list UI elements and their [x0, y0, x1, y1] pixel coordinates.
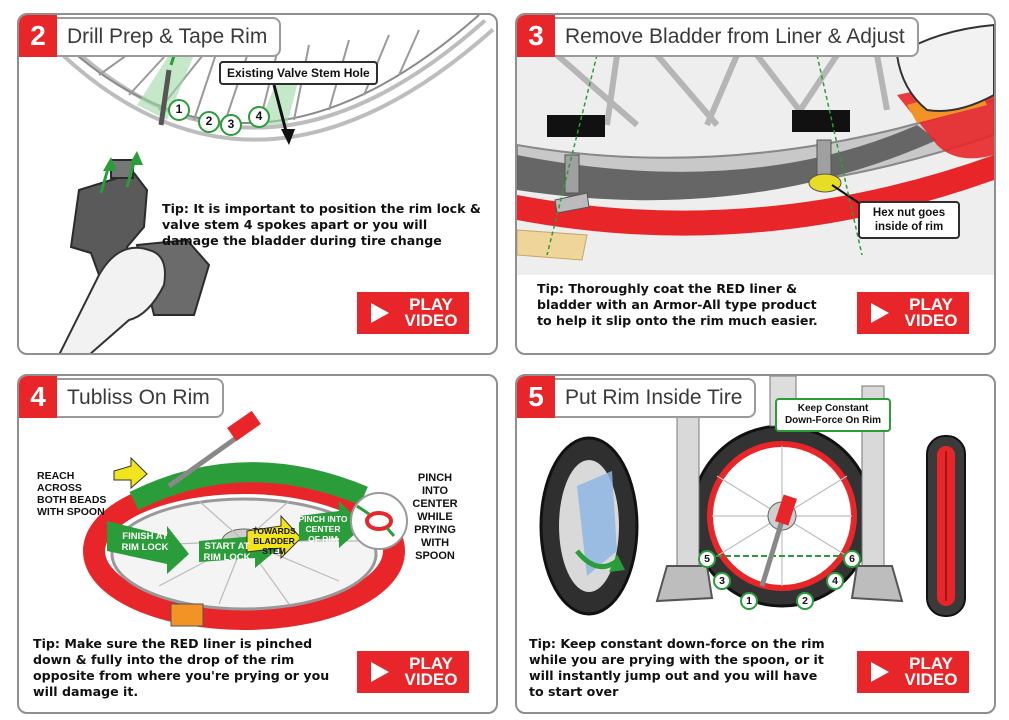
play-triangle-icon: [371, 662, 389, 682]
pinch-into-center-of-rim-label: PINCH INTO CENTER OF RIM: [298, 514, 348, 544]
step-2-header: 2 Drill Prep & Tape Rim: [19, 15, 282, 57]
step-5-header: 5 Put Rim Inside Tire: [517, 376, 757, 418]
step-4-header: 4 Tubliss On Rim: [19, 376, 224, 418]
spoke-number-3: 3: [227, 117, 235, 131]
step-3-number: 3: [517, 15, 555, 57]
tire-number-6: 6: [849, 553, 855, 565]
spoke-number-1: 1: [175, 102, 183, 116]
step-4-number: 4: [19, 376, 57, 418]
step-4-panel: 4 Tubliss On Rim REACH: [17, 374, 498, 714]
step-5-tip: Tip: Keep constant down-force on the rim…: [529, 636, 825, 699]
spoke-number-2: 2: [205, 114, 213, 128]
finish-at-rim-lock-label: FINISH AT RIM LOCK: [121, 531, 169, 553]
tire-number-3: 3: [719, 575, 725, 587]
hex-nut-callout: Hex nut goes inside of rim: [858, 201, 960, 239]
step-3-tip: Tip: Thoroughly coat the RED liner & bla…: [537, 281, 818, 328]
step-4-title: Tubliss On Rim: [57, 378, 224, 418]
tire-number-4: 4: [832, 575, 838, 587]
valve-stem-hole-callout: Existing Valve Stem Hole: [219, 61, 378, 85]
pinch-into-center-label: PINCH INTO CENTER WHILE PRYING WITH SPOO…: [412, 472, 458, 562]
reach-across-label: REACH ACROSS BOTH BEADS WITH SPOON: [37, 470, 107, 518]
step-4-tip: Tip: Make sure the RED liner is pinched …: [33, 636, 330, 699]
step-2-illustration: [21, 15, 495, 353]
step-4-illustration: [83, 410, 408, 630]
step-2-title: Drill Prep & Tape Rim: [57, 17, 282, 57]
step-2-panel: 2 Drill Prep & Tape Rim: [17, 13, 498, 355]
step-5-panel: 5 Put Rim Inside Tire: [515, 374, 996, 714]
step-2-tip: Tip: It is important to position the rim…: [162, 201, 481, 248]
step-3-panel: 3 Remove Bladder from Liner & Adjust: [515, 13, 996, 355]
step-5-number: 5: [517, 376, 555, 418]
tire-number-1: 1: [746, 595, 752, 607]
step-3-header: 3 Remove Bladder from Liner & Adjust: [517, 15, 919, 57]
start-at-rim-lock-label: START AT RIM LOCK: [203, 541, 251, 563]
play-triangle-icon: [371, 303, 389, 323]
step-3-title: Remove Bladder from Liner & Adjust: [555, 17, 919, 57]
play-triangle-icon: [871, 303, 889, 323]
towards-bladder-stem-label: TOWARDS BLADDER STEM: [252, 526, 296, 556]
tire-number-2: 2: [802, 595, 808, 607]
tire-number-5: 5: [704, 553, 710, 565]
spoke-number-4: 4: [255, 109, 263, 123]
down-force-callout: Keep Constant Down-Force On Rim: [775, 398, 891, 432]
play-triangle-icon: [871, 662, 889, 682]
step-2-number: 2: [19, 15, 57, 57]
step-5-title: Put Rim Inside Tire: [555, 378, 757, 418]
